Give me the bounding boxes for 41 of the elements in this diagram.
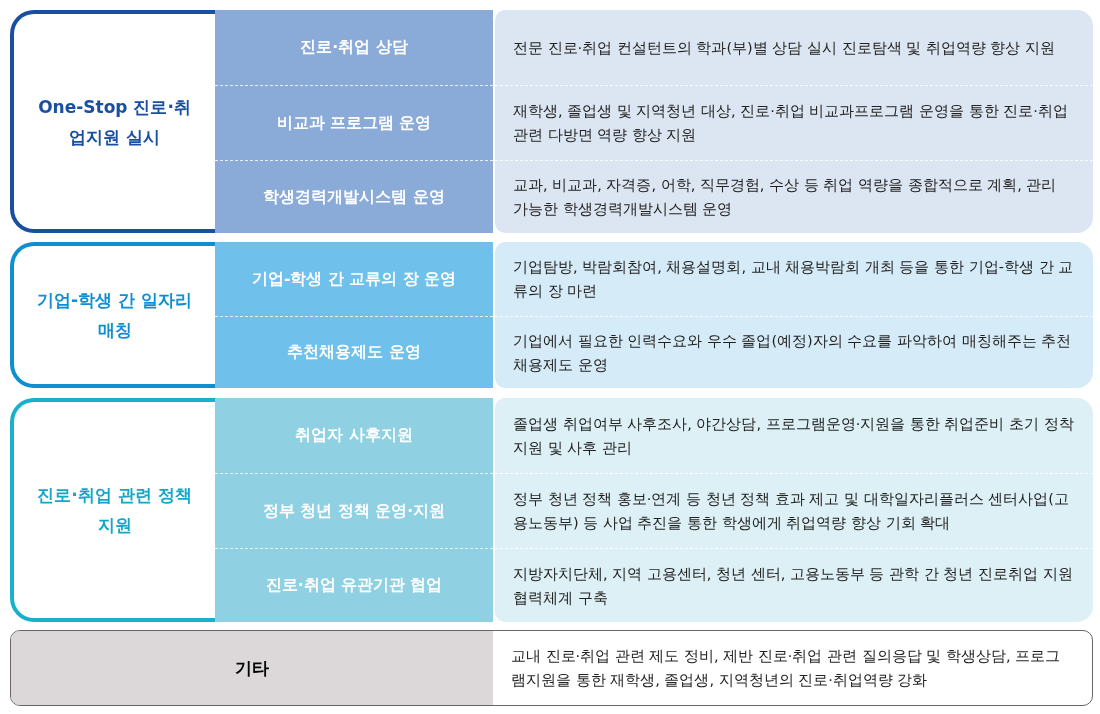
description-text: 지방자치단체, 지역 고용센터, 청년 센터, 고용노동부 등 관학 간 청년 진로취업 지원 협력체계 구축 (513, 564, 1074, 608)
description-cell (495, 10, 1093, 85)
description-cell (495, 85, 1093, 160)
description-text: 교내 진로·취업 관련 제도 정비, 제반 진로·취업 관련 질의응답 및 학생상담, 프로그램지원을 통한 재학생, 졸업생, 지역청년의 진로·취업역량 강화 (510, 647, 1062, 690)
item-cell (215, 398, 493, 473)
other-row-box (10, 630, 1093, 706)
item-cell (215, 242, 493, 316)
item-title: 기업-학생 간 교류의 장 운영 (252, 268, 456, 290)
item-title: 진로·취업 상담 (300, 37, 408, 58)
description-cell (495, 160, 1093, 233)
item-cell (215, 473, 493, 548)
description-text: 기업탐방, 박람회참여, 채용설명회, 교내 채용박람회 개최 등을 통한 기업-학생 간 교류의 장 마련 (513, 258, 1075, 301)
item-cell (215, 85, 493, 160)
item-title: 진로·취업 유관기관 협업 (265, 575, 443, 596)
item-title: 학생경력개발시스템 운영 (263, 186, 445, 208)
description-text: 교과, 비교과, 자격증, 어학, 직무경험, 수상 등 취업 역량을 종합적으로 계획, 관리 가능한 학생경력개발시스템 운영 (513, 176, 1058, 219)
description-text: 정부 청년 정책 홍보·연계 등 청년 정책 효과 제고 및 대학일자리플러스 센터사업(고용노동부) 등 사업 추진을 통한 학생에게 취업역량 향상 기회 확대 (513, 490, 1070, 533)
description-cell (495, 473, 1093, 548)
item-title: 취업자 사후지원 (295, 425, 413, 446)
category-label: 기타 (11, 631, 493, 705)
category-box (10, 10, 215, 233)
item-title: 추천채용제도 운영 (287, 342, 421, 363)
category-title: One-Stop 진로·취업지원 실시 (37, 95, 192, 149)
description-cell (495, 398, 1093, 473)
item-title: 정부 청년 정책 운영·지원 (262, 500, 446, 522)
description-cell (495, 316, 1093, 388)
description-cell (495, 548, 1093, 622)
description-text: 기업에서 필요한 인력수요와 우수 졸업(예정)자의 수요를 파악하여 매칭해주는 추천채용제도 운영 (513, 331, 1073, 375)
description-text: 전문 진로·취업 컨설턴트의 학과(부)별 상담 실시 진로탐색 및 취업역량 향상 지원 (513, 38, 1055, 58)
item-cell (215, 548, 493, 622)
description-text: 졸업생 취업여부 사후조사, 야간상담, 프로그램운영·지원을 통한 취업준비 초기 정착 지원 및 사후 관리 (513, 414, 1075, 458)
item-cell (215, 10, 493, 85)
category-title: 기업-학생 간 일자리매칭 (36, 289, 193, 342)
description-cell (495, 242, 1093, 316)
category-box (10, 398, 215, 622)
description-text: 재학생, 졸업생 및 지역청년 대상, 진로·취업 비교과프로그램 운영을 통한 진로·취업 관련 다방면 역량 향상 지원 (513, 102, 1069, 145)
category-title: 진로·취업 관련 정책 지원 (36, 484, 193, 537)
category-box (10, 242, 215, 388)
item-cell (215, 316, 493, 388)
item-title: 비교과 프로그램 운영 (276, 112, 432, 134)
item-cell (215, 160, 493, 233)
